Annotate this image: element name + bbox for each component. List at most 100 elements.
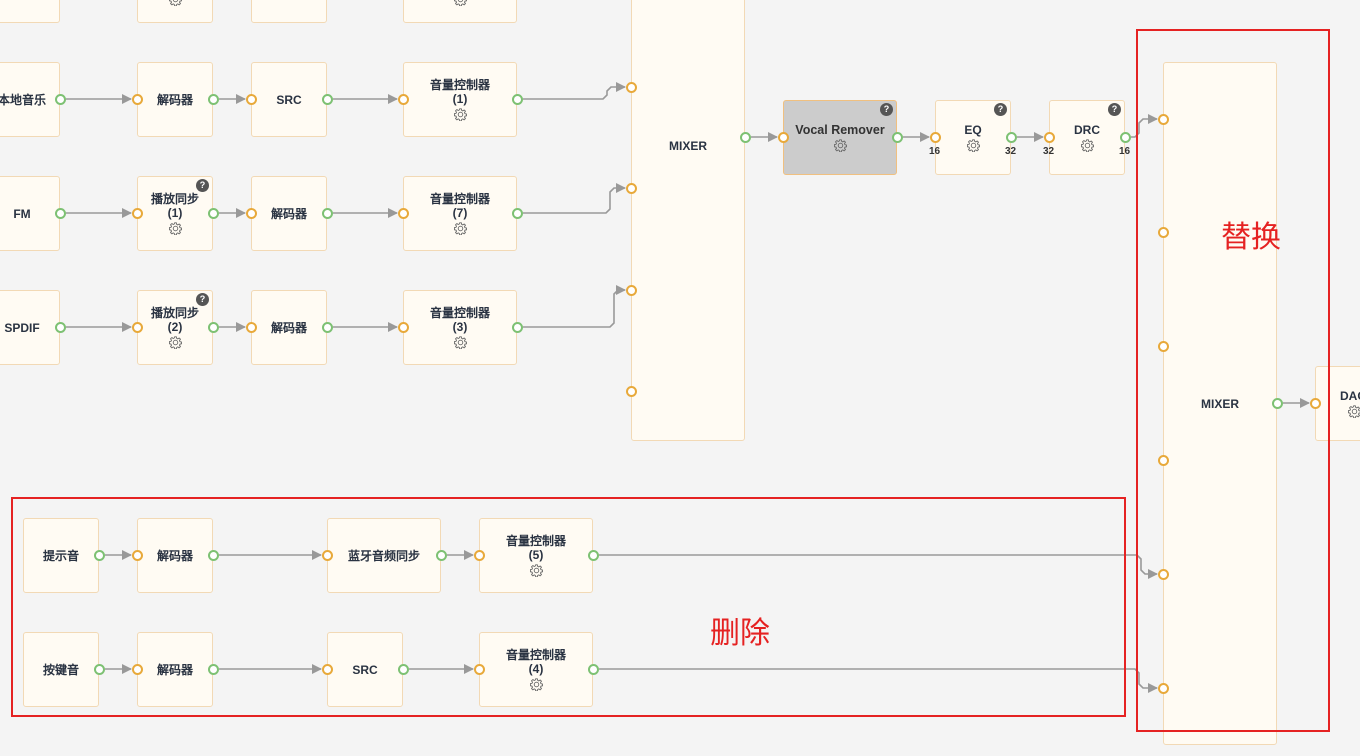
output-port[interactable] xyxy=(587,549,599,561)
node-playback-sync-2[interactable]: ? 播放同步 (2) xyxy=(137,290,213,365)
gear-icon[interactable] xyxy=(1080,139,1094,152)
input-port[interactable] xyxy=(321,663,333,675)
node-decoder-2[interactable]: 解码器 xyxy=(251,176,327,251)
input-port[interactable] xyxy=(131,93,143,105)
input-port[interactable] xyxy=(1043,131,1055,143)
output-port[interactable] xyxy=(1005,131,1017,143)
input-port[interactable] xyxy=(625,182,637,194)
output-port[interactable] xyxy=(1271,397,1283,409)
input-port[interactable] xyxy=(625,284,637,296)
gear-icon[interactable] xyxy=(1348,405,1360,418)
gear-icon[interactable] xyxy=(168,222,182,235)
help-icon[interactable]: ? xyxy=(994,103,1007,116)
node-top-cut-4[interactable] xyxy=(403,0,517,23)
output-port[interactable] xyxy=(511,207,523,219)
output-port[interactable] xyxy=(207,93,219,105)
node-spdif[interactable]: SPDIF xyxy=(0,290,60,365)
node-drc[interactable]: ? DRC xyxy=(1049,100,1125,175)
input-port[interactable] xyxy=(929,131,941,143)
node-local-music[interactable]: 本地音乐 xyxy=(0,62,60,137)
node-volume-controller-5[interactable]: 音量控制器 (5) xyxy=(479,518,593,593)
output-port[interactable] xyxy=(54,321,66,333)
gear-icon[interactable] xyxy=(529,564,543,577)
input-port[interactable] xyxy=(625,81,637,93)
help-icon[interactable]: ? xyxy=(196,179,209,192)
gear-icon[interactable] xyxy=(453,336,467,349)
node-prompt-tone[interactable]: 提示音 xyxy=(23,518,99,593)
output-port[interactable] xyxy=(511,321,523,333)
node-bt-audio-sync[interactable]: 蓝牙音频同步 xyxy=(327,518,441,593)
output-port[interactable] xyxy=(207,663,219,675)
node-vocal-remover[interactable]: ? Vocal Remover xyxy=(783,100,897,175)
gear-icon[interactable] xyxy=(453,108,467,121)
output-port[interactable] xyxy=(207,549,219,561)
gear-icon[interactable] xyxy=(453,222,467,235)
node-fm[interactable]: FM xyxy=(0,176,60,251)
node-volume-controller-7[interactable]: 音量控制器 (7) xyxy=(403,176,517,251)
gear-icon[interactable] xyxy=(168,336,182,349)
output-port[interactable] xyxy=(435,549,447,561)
node-volume-controller-1[interactable]: 音量控制器 (1) xyxy=(403,62,517,137)
node-mixer-1[interactable]: MIXER xyxy=(631,0,745,441)
output-port[interactable] xyxy=(397,663,409,675)
output-port[interactable] xyxy=(207,207,219,219)
output-port[interactable] xyxy=(93,663,105,675)
output-port[interactable] xyxy=(1119,131,1131,143)
node-volume-controller-4[interactable]: 音量控制器 (4) xyxy=(479,632,593,707)
output-port[interactable] xyxy=(54,93,66,105)
output-port[interactable] xyxy=(891,131,903,143)
input-port[interactable] xyxy=(245,93,257,105)
input-port[interactable] xyxy=(131,663,143,675)
gear-icon[interactable] xyxy=(453,0,467,6)
help-icon[interactable]: ? xyxy=(1108,103,1121,116)
node-mixer-2[interactable]: MIXER xyxy=(1163,62,1277,745)
gear-icon[interactable] xyxy=(529,678,543,691)
input-port[interactable] xyxy=(1157,682,1169,694)
node-top-cut-2[interactable] xyxy=(137,0,213,23)
node-decoder-1[interactable]: 解码器 xyxy=(137,62,213,137)
node-src-1[interactable]: SRC xyxy=(251,62,327,137)
help-icon[interactable]: ? xyxy=(880,103,893,116)
input-port[interactable] xyxy=(397,93,409,105)
input-port[interactable] xyxy=(1157,568,1169,580)
input-port[interactable] xyxy=(245,207,257,219)
input-port[interactable] xyxy=(131,549,143,561)
gear-icon[interactable] xyxy=(168,0,182,6)
output-port[interactable] xyxy=(587,663,599,675)
input-port[interactable] xyxy=(1157,340,1169,352)
input-port[interactable] xyxy=(625,385,637,397)
input-port[interactable] xyxy=(473,549,485,561)
node-dac[interactable]: DAC xyxy=(1315,366,1360,441)
input-port[interactable] xyxy=(1157,226,1169,238)
node-decoder-3[interactable]: 解码器 xyxy=(251,290,327,365)
output-port[interactable] xyxy=(321,207,333,219)
input-port[interactable] xyxy=(321,549,333,561)
output-port[interactable] xyxy=(511,93,523,105)
input-port[interactable] xyxy=(473,663,485,675)
node-top-cut-1[interactable] xyxy=(0,0,60,23)
input-port[interactable] xyxy=(245,321,257,333)
input-port[interactable] xyxy=(397,207,409,219)
node-volume-controller-3[interactable]: 音量控制器 (3) xyxy=(403,290,517,365)
node-top-cut-3[interactable] xyxy=(251,0,327,23)
output-port[interactable] xyxy=(54,207,66,219)
output-port[interactable] xyxy=(321,321,333,333)
input-port[interactable] xyxy=(1309,397,1321,409)
input-port[interactable] xyxy=(1157,454,1169,466)
output-port[interactable] xyxy=(321,93,333,105)
node-playback-sync-1[interactable]: ? 播放同步 (1) xyxy=(137,176,213,251)
output-port[interactable] xyxy=(93,549,105,561)
help-icon[interactable]: ? xyxy=(196,293,209,306)
input-port[interactable] xyxy=(1157,113,1169,125)
input-port[interactable] xyxy=(777,131,789,143)
input-port[interactable] xyxy=(397,321,409,333)
output-port[interactable] xyxy=(207,321,219,333)
gear-icon[interactable] xyxy=(833,139,847,152)
input-port[interactable] xyxy=(131,321,143,333)
output-port[interactable] xyxy=(739,131,751,143)
input-port[interactable] xyxy=(131,207,143,219)
node-key-tone[interactable]: 按键音 xyxy=(23,632,99,707)
node-src-2[interactable]: SRC xyxy=(327,632,403,707)
node-decoder-5[interactable]: 解码器 xyxy=(137,632,213,707)
gear-icon[interactable] xyxy=(966,139,980,152)
